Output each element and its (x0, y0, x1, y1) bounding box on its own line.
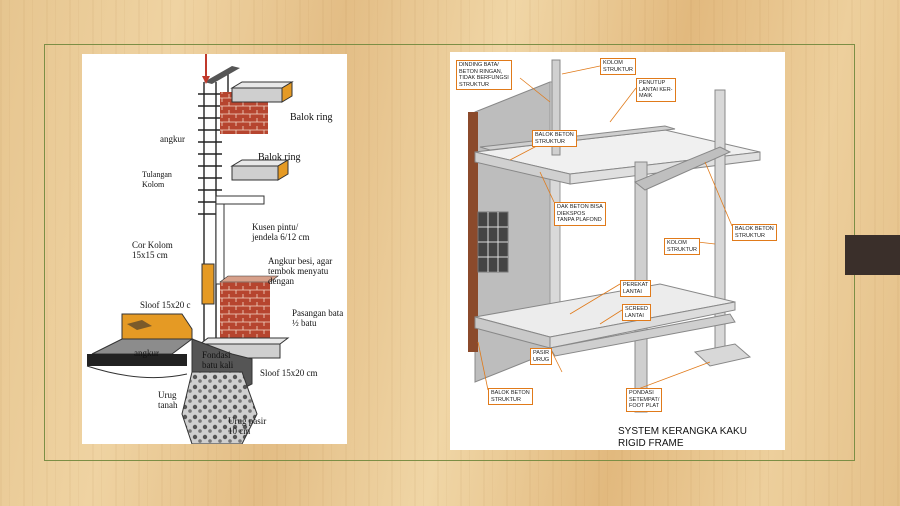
label-balok-ring-1: Balok ring (290, 112, 333, 123)
tag-perekat: PEREKAT LANTAI (620, 280, 652, 297)
left-column-detail-diagram: Balok ring angkur Tulangan Kolom Balok r… (82, 54, 347, 444)
label-kusen: Kusen pintu/ jendela 6/12 cm (252, 222, 310, 242)
label-pondasi: Fondasi batu kali (202, 350, 234, 370)
tag-dak: DAK BETON BISA DIEKSPOS TANPA PLAFOND (554, 202, 606, 226)
slide-nav-tab[interactable] (845, 235, 900, 275)
label-angkur-besi: Angkur besi, agar tembok menyatu dengan (268, 256, 333, 286)
tag-penutup: PENUTUP LANTAI KER- MAIK (636, 78, 676, 102)
tag-kolom-top: KOLOM STRUKTUR (600, 58, 636, 75)
tag-dinding: DINDING BATA/ BETON RINGAN, TIDAK BERFUN… (456, 60, 512, 90)
label-angkur-top: angkur (160, 134, 185, 144)
label-cor-kolom: Cor Kolom 15x15 cm (132, 240, 173, 260)
label-balok-ring-2: Balok ring (258, 152, 301, 163)
tag-pondasi: PONDASI SETEMPAT/ FOOT PLAT (626, 388, 663, 412)
tag-balok-bottom: BALOK BETON STRUKTUR (488, 388, 533, 405)
label-pasangan-bata: Pasangan bata ½ batu (292, 308, 344, 328)
tag-screed: SCREED LANTAI (622, 304, 651, 321)
label-sloof-top: Sloof 15x20 c (140, 300, 191, 310)
tag-kolom-mid: KOLOM STRUKTUR (664, 238, 700, 255)
label-tulangan-kolom: Tulangan Kolom (142, 170, 172, 189)
tag-balok-top: BALOK BETON STRUKTUR (532, 130, 577, 147)
label-urug-pasir: Urug pasir 10 cm (228, 416, 267, 436)
column-detail-drawing (86, 54, 294, 444)
tag-pasir: PASIR URUG (530, 348, 553, 365)
rigid-frame-drawing (468, 59, 761, 413)
tag-balok-right: BALOK BETON STRUKTUR (732, 224, 777, 241)
label-sloof-bottom: Sloof 15x20 cm (260, 368, 318, 378)
right-rigid-frame-diagram: DINDING BATA/ BETON RINGAN, TIDAK BERFUN… (450, 52, 785, 450)
label-urug-tanah: Urug tanah (158, 390, 178, 410)
diagram-caption: SYSTEM KERANGKA KAKU RIGID FRAME (618, 426, 747, 449)
label-angkur-bottom: angkur (134, 348, 159, 358)
